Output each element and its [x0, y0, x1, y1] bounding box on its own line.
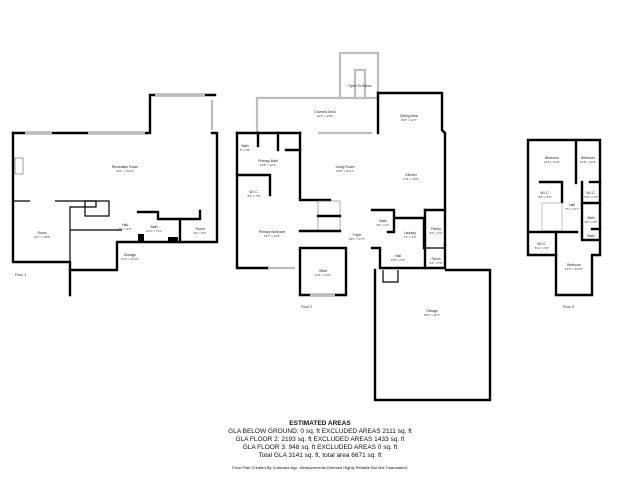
room-label: Garage [426, 309, 437, 313]
room-label: W.I.C. [586, 191, 595, 195]
room-label: Covered Deck [314, 110, 336, 114]
summary-line: GLA FLOOR 2: 2193 sq. ft EXCLUDED AREAS … [235, 436, 405, 443]
room-label: Hall [569, 203, 575, 207]
room-dims: 13'8" x 12'3" [260, 163, 276, 167]
room-label: Primary Bath [258, 159, 278, 163]
room-label: Room [195, 227, 204, 231]
room-dims: 12'6" x 11'8" [544, 160, 560, 164]
disclaimer: Floor Plan Created By Cubicasa App. Meas… [232, 465, 408, 470]
room-dims: 5'6" x 5'8" [429, 261, 442, 265]
room-dims: 7'2" x 6'9" [403, 235, 416, 239]
floor-label: Floor 1 [15, 273, 26, 277]
room-label: Dining Area [400, 114, 418, 118]
room-label: Office [319, 269, 328, 273]
room-dims: 5'9" x 3'6" [118, 227, 131, 231]
room-dims: 5' x 4'8" [240, 148, 250, 152]
room-label: Kitchen [405, 173, 416, 177]
room-label: Room [37, 231, 46, 235]
floor-label: Floor 3 [563, 305, 574, 309]
room-label: Room [431, 257, 440, 261]
room-dims: 17'8" x 15'5" [403, 177, 419, 181]
room-label: Hall [122, 223, 128, 227]
room-dims: 12'6" x 13'6" [315, 273, 331, 277]
room-label: Storage [124, 253, 136, 257]
floor-1: Recreation Room 40'1" x 31'11" Room 14'7… [11, 93, 219, 297]
area-summary: ESTIMATED AREAS GLA BELOW GROUND: 0 sq. … [0, 420, 640, 470]
floor-3: Bedroom 12'6" x 11'8" Bedroom 12'8" x 11… [526, 138, 602, 309]
room-label: Bedroom [545, 156, 559, 160]
room-label: Laundry [404, 231, 417, 235]
room-dims: 8'1" x 4'5" [584, 238, 597, 242]
room-label: Bath [151, 225, 158, 229]
room-dims: 13'6" x 6'6" [391, 258, 406, 262]
room-dims: 6'8" x 6'4" [376, 223, 389, 227]
summary-title: ESTIMATED AREAS [289, 420, 351, 427]
room-dims: 37'2" x 16'10" [121, 257, 139, 261]
room-label: Bath [588, 216, 595, 220]
summary-line: Total GLA 3141 sq. ft, total area 6671 s… [258, 452, 382, 459]
room-dims: 40'1" x 31'11" [116, 169, 134, 173]
room-label: Bath [588, 234, 595, 238]
room-dims: 19'6" x 15'3" [264, 234, 280, 238]
room-label: Foyer [353, 233, 363, 237]
room-label: Bath [242, 144, 249, 148]
room-dims: 30'8" x 16'11" [336, 169, 354, 173]
wall [11, 93, 217, 135]
room-dims: 31'3" x 10'9" [317, 114, 333, 118]
summary-line: GLA FLOOR 3: 948 sq. ft EXCLUDED AREAS 0… [242, 444, 398, 451]
room-label: W.I.C. [540, 191, 549, 195]
floor-2: Open To Below Covered Deck 31'3" x 10'9"… [235, 51, 492, 402]
room-label: Hall [395, 254, 401, 258]
room-label: Bath [380, 219, 387, 223]
wall [11, 131, 72, 297]
room-label: Recreation Room [112, 165, 139, 169]
room-dims: 15'6" x 12'7" [401, 118, 417, 122]
room-dims: 14'7" x 18'8" [34, 235, 50, 239]
room-dims: 12'5" x 19'10" [565, 267, 583, 271]
room-dims: 6'6" x 9'2" [429, 231, 442, 235]
room-dims: 6'10" x 6'5" [584, 195, 599, 199]
floor-label: Floor 2 [301, 305, 312, 309]
room-dims: 30'6" x 36'7" [424, 313, 440, 317]
room-label: W.I.C. [249, 190, 258, 194]
room-label: Pantry [431, 227, 441, 231]
summary-line: GLA BELOW GROUND: 0 sq. ft EXCLUDED AREA… [228, 428, 412, 435]
room-dims: 10'9" x 7'11" [146, 229, 162, 233]
room-dims: 12'8" x 11'8" [580, 160, 596, 164]
room-label: Open To Below [349, 84, 372, 88]
room-label: Bedroom [581, 156, 595, 160]
room-dims: 6'3" x 8'4" [193, 231, 206, 235]
room-label: Bedroom [567, 263, 581, 267]
room-dims: 8'5" x 5'2" [538, 195, 551, 199]
room-dims: 8'4" x 7'8" [247, 194, 260, 198]
room-dims: 8'11" x 5'9" [535, 246, 550, 250]
room-dims: 9'8" x 6'5" [584, 220, 597, 224]
room-dims: 18'6" x 17'7" [349, 237, 365, 241]
room-label: W.I.C. [537, 242, 546, 246]
room-label: Primary Bedroom [259, 230, 286, 234]
room-label: Living Room [336, 165, 355, 169]
room-dims: 7'5" x 12'7" [565, 207, 580, 211]
